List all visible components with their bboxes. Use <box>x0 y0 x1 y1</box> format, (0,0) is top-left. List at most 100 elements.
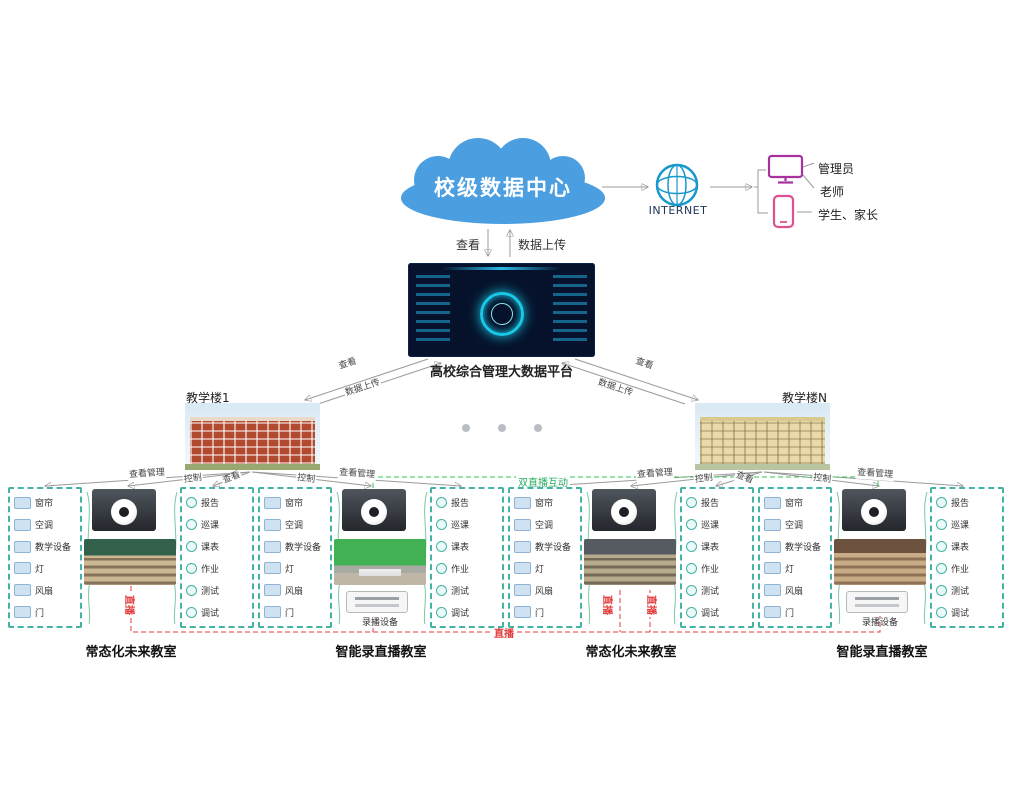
fan-icon <box>14 584 31 597</box>
patrol-icon <box>436 519 447 531</box>
function-panel: 报告 巡课 课表 作业 测试 调试 <box>430 487 504 628</box>
dual-live-label: 双直播互动 <box>516 474 570 489</box>
function-label: 报告 <box>951 499 970 510</box>
function-label: 测试 <box>451 586 470 597</box>
ellipsis-dots <box>462 424 542 432</box>
device-label: 灯 <box>535 564 545 575</box>
function-row: 测试 <box>436 584 498 597</box>
building-ground <box>185 464 320 470</box>
device-row: 教学设备 <box>514 540 576 553</box>
function-label: 课表 <box>451 543 470 554</box>
building-n-label: 教学楼N <box>782 391 827 405</box>
patrol-icon <box>936 519 947 531</box>
bigdata-platform-screenshot <box>408 263 595 357</box>
device-label: 窗帘 <box>35 499 54 510</box>
function-label: 调试 <box>201 608 220 619</box>
dome-camera-image <box>342 489 406 531</box>
function-row: 调试 <box>686 606 748 619</box>
dome-camera-image <box>92 489 156 531</box>
device-label: 教学设备 <box>35 543 72 554</box>
user-role-admin: 管理员 <box>818 162 855 176</box>
device-label: 窗帘 <box>535 499 554 510</box>
device-label: 灯 <box>35 564 45 575</box>
function-label: 作业 <box>451 564 470 575</box>
report-icon <box>936 497 947 509</box>
function-panel: 报告 巡课 课表 作业 测试 调试 <box>930 487 1004 628</box>
function-label: 测试 <box>201 586 220 597</box>
function-row: 测试 <box>936 584 998 597</box>
ac-icon <box>514 518 531 531</box>
live-label-bottom: 直播 <box>492 625 516 640</box>
function-panel: 报告 巡课 课表 作业 测试 调试 <box>180 487 254 628</box>
fan-label: 查看 <box>732 470 756 488</box>
function-row: 课表 <box>936 540 998 553</box>
classroom-caption: 智能录直播教室 <box>836 645 928 660</box>
building-1-image <box>185 403 320 470</box>
function-label: 测试 <box>951 586 970 597</box>
building-facade <box>190 417 315 464</box>
link-view-left: 查看 <box>336 356 360 373</box>
recorder-caption: 录播设备 <box>361 618 398 628</box>
building-ground <box>695 464 830 470</box>
function-label: 作业 <box>701 564 720 575</box>
device-label: 窗帘 <box>285 499 304 510</box>
device-row: 空调 <box>14 518 76 531</box>
internet-label: INTERNET <box>648 204 708 217</box>
device-panel: 窗帘 空调 教学设备 灯 风扇 门 <box>8 487 82 628</box>
schedule-icon <box>186 541 197 553</box>
debug-icon <box>936 606 947 618</box>
function-row: 调试 <box>936 606 998 619</box>
ac-icon <box>14 518 31 531</box>
function-label: 课表 <box>701 543 720 554</box>
function-label: 巡课 <box>451 521 470 532</box>
dome-camera-image <box>842 489 906 531</box>
classroom-cluster-2: 窗帘 空调 教学设备 灯 风扇 门 录播设备 报告 巡课 课表 作业 测试 调试 <box>258 487 504 628</box>
device-label: 教学设备 <box>285 543 322 554</box>
fan-label: 查看管理 <box>635 467 675 482</box>
device-label: 灯 <box>285 564 295 575</box>
fan-label: 控制 <box>693 472 715 487</box>
function-row: 巡课 <box>686 518 748 531</box>
fan-label: 查看 <box>220 470 244 488</box>
device-row: 窗帘 <box>514 496 576 509</box>
device-row: 空调 <box>514 518 576 531</box>
door-icon <box>264 606 281 619</box>
fan-label: 查看管理 <box>127 467 167 482</box>
classroom-cluster-4: 窗帘 空调 教学设备 灯 风扇 门 录播设备 报告 巡课 课表 作业 测试 调试 <box>758 487 1004 628</box>
function-label: 课表 <box>951 543 970 554</box>
building-1-label: 教学楼1 <box>186 391 230 405</box>
fan-label: 控制 <box>811 472 833 487</box>
datacenter-cloud <box>388 138 618 230</box>
phone-icon <box>770 194 798 234</box>
device-row: 教学设备 <box>764 540 826 553</box>
device-label: 风扇 <box>35 586 54 597</box>
function-label: 报告 <box>451 499 470 510</box>
internet-globe-icon <box>654 162 700 212</box>
homework-icon <box>686 562 697 574</box>
function-row: 报告 <box>436 496 498 509</box>
light-icon <box>514 562 531 575</box>
dashboard-left-widgets <box>416 275 450 347</box>
patrol-icon <box>186 519 197 531</box>
device-label: 风扇 <box>535 586 554 597</box>
curtain-icon <box>264 496 281 509</box>
classroom-photo <box>834 539 926 585</box>
device-label: 风扇 <box>785 586 804 597</box>
dashboard-right-widgets <box>553 275 587 347</box>
fan-icon <box>514 584 531 597</box>
recorder-device-image <box>846 591 908 613</box>
function-row: 巡课 <box>436 518 498 531</box>
device-label: 空调 <box>35 521 54 532</box>
test-icon <box>936 584 947 596</box>
cloud-icon <box>401 138 605 224</box>
user-role-teacher: 老师 <box>820 185 845 199</box>
function-row: 作业 <box>186 562 248 575</box>
function-row: 报告 <box>686 496 748 509</box>
classroom-photo <box>584 539 676 585</box>
device-panel: 窗帘 空调 教学设备 灯 风扇 门 <box>258 487 332 628</box>
link-view-right: 查看 <box>632 356 656 373</box>
device-row: 窗帘 <box>264 496 326 509</box>
device-label: 门 <box>785 608 795 619</box>
device-row: 门 <box>764 606 826 619</box>
